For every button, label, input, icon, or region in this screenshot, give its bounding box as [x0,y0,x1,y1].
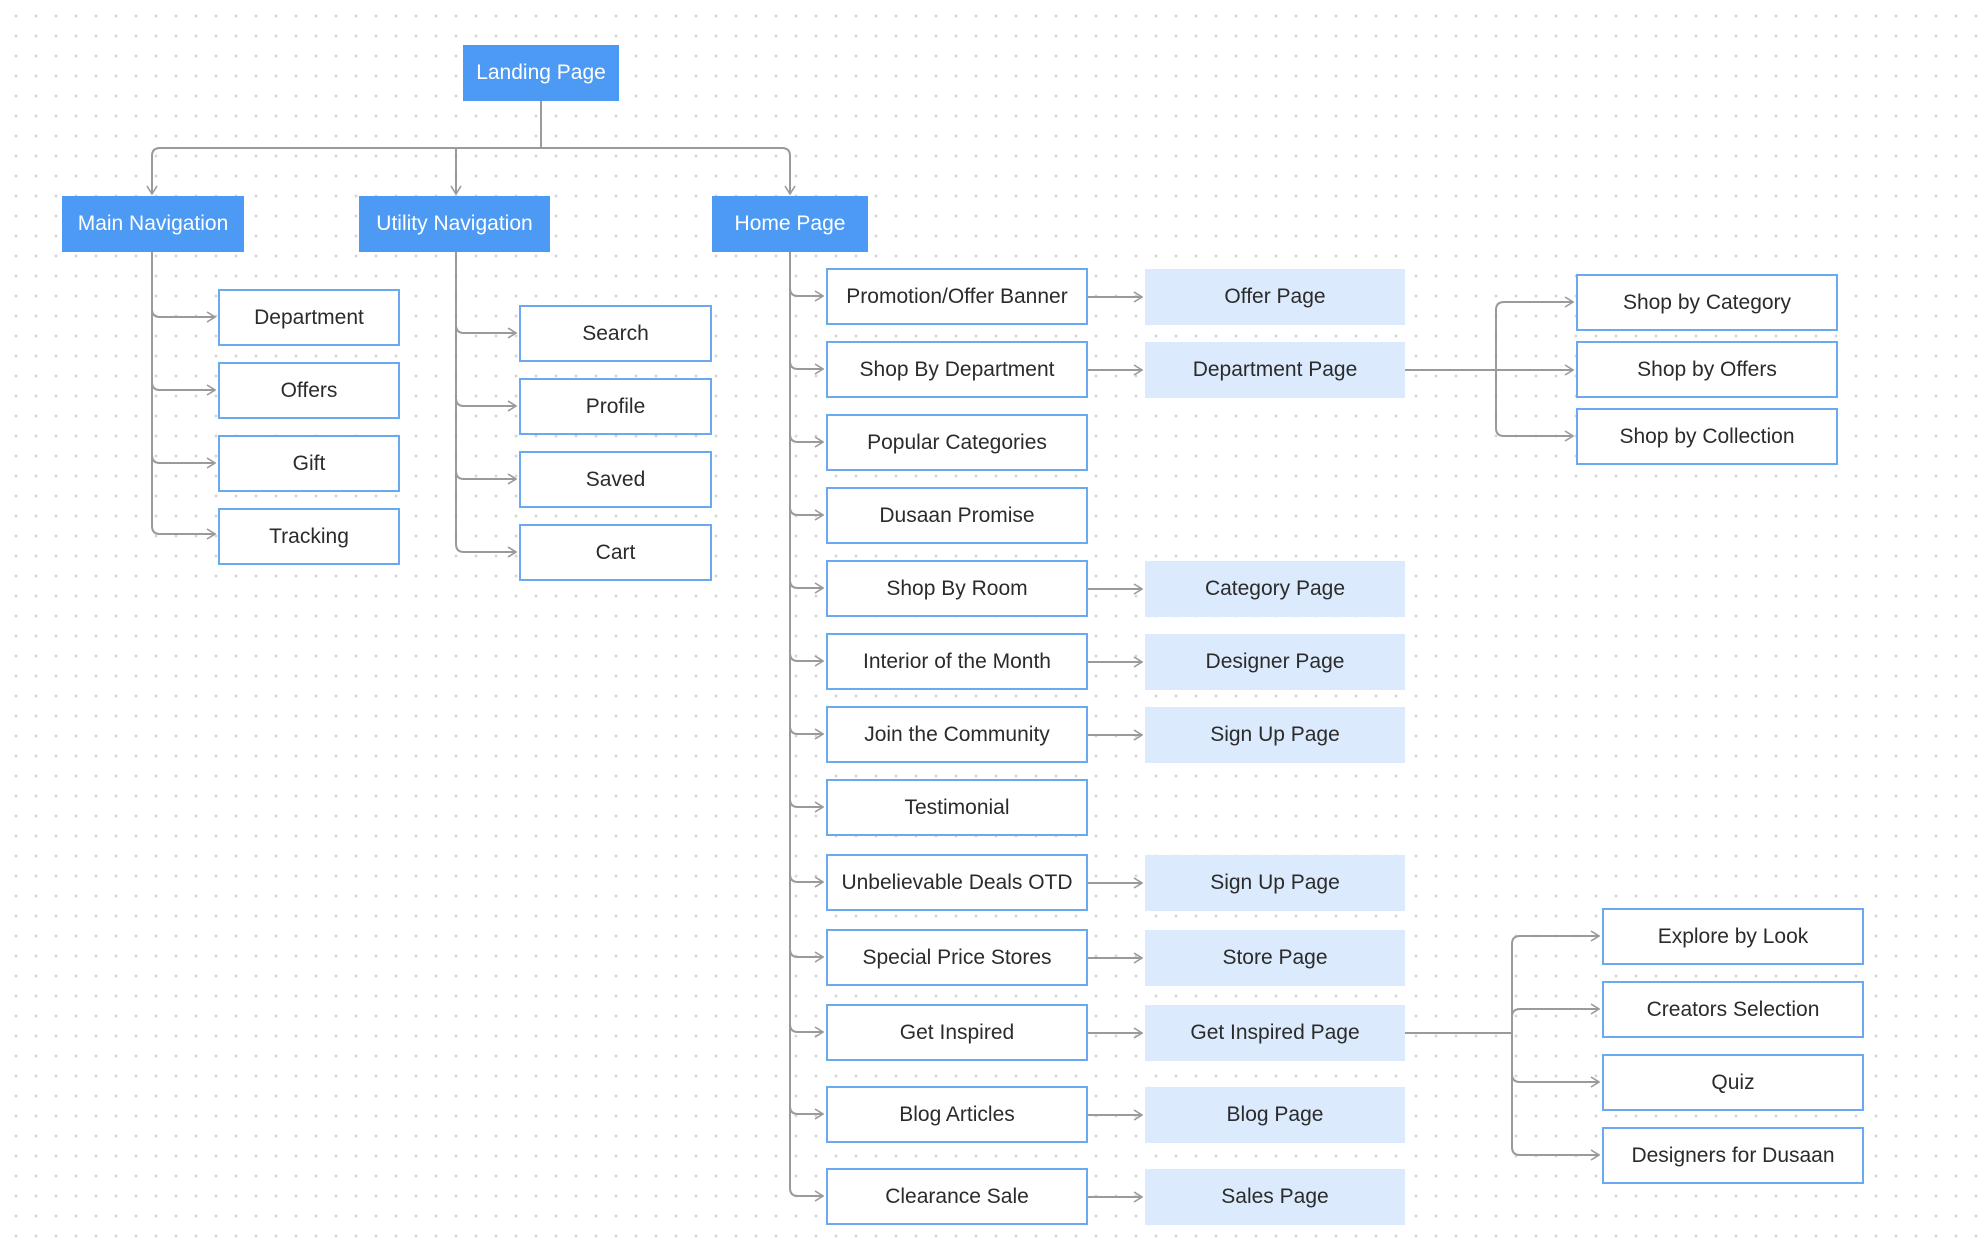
utility-nav-item-saved[interactable]: Saved [519,451,712,508]
main-nav-item-tracking[interactable]: Tracking [218,508,400,565]
inspired-child-creators-selection[interactable]: Creators Selection [1602,981,1864,1038]
home-section-join-the-community[interactable]: Join the Community [826,706,1088,763]
main-nav-item-department[interactable]: Department [218,289,400,346]
home-section-popular-categories[interactable]: Popular Categories [826,414,1088,471]
connector-landing-to-main [152,147,541,194]
inspired-child-explore-by-look[interactable]: Explore by Look [1602,908,1864,965]
home-section-shop-by-department[interactable]: Shop By Department [826,341,1088,398]
home-section-blog-articles[interactable]: Blog Articles [826,1086,1088,1143]
home-section-dusaan-promise[interactable]: Dusaan Promise [826,487,1088,544]
home-section-shop-by-room[interactable]: Shop By Room [826,560,1088,617]
utility-nav-item-cart[interactable]: Cart [519,524,712,581]
page-designer[interactable]: Designer Page [1145,634,1405,690]
page-get-inspired[interactable]: Get Inspired Page [1145,1005,1405,1061]
home-section-special-price-stores[interactable]: Special Price Stores [826,929,1088,986]
home-section-unbelievable-deals-otd[interactable]: Unbelievable Deals OTD [826,854,1088,911]
home-page-node[interactable]: Home Page [712,196,868,252]
page-sign-up[interactable]: Sign Up Page [1145,707,1405,763]
connector-utility-profile [455,397,516,406]
connector-utility-saved [455,470,516,479]
page-sign-up-deals[interactable]: Sign Up Page [1145,855,1405,911]
connector-main-gift [151,454,215,463]
page-store[interactable]: Store Page [1145,930,1405,986]
connector-main-offers [151,381,215,390]
department-child-shop-by-collection[interactable]: Shop by Collection [1576,408,1838,465]
utility-nav-item-search[interactable]: Search [519,305,712,362]
home-section-get-inspired[interactable]: Get Inspired [826,1004,1088,1061]
main-navigation-node[interactable]: Main Navigation [62,196,244,252]
connector-main-dept [151,308,215,317]
home-section-testimonial[interactable]: Testimonial [826,779,1088,836]
connector-utility-trunk [455,252,516,552]
connector-utility-search [455,324,516,333]
connector-landing-to-home [541,147,790,194]
main-nav-item-offers[interactable]: Offers [218,362,400,419]
connector-main-trunk [151,252,215,534]
home-section-interior-of-the-month[interactable]: Interior of the Month [826,633,1088,690]
main-nav-item-gift[interactable]: Gift [218,435,400,492]
utility-nav-item-profile[interactable]: Profile [519,378,712,435]
department-child-shop-by-category[interactable]: Shop by Category [1576,274,1838,331]
home-section-clearance-sale[interactable]: Clearance Sale [826,1168,1088,1225]
page-offer[interactable]: Offer Page [1145,269,1405,325]
page-blog[interactable]: Blog Page [1145,1087,1405,1143]
home-section-promotion-offer-banner[interactable]: Promotion/Offer Banner [826,268,1088,325]
landing-page-node[interactable]: Landing Page [463,45,619,101]
inspired-child-quiz[interactable]: Quiz [1602,1054,1864,1111]
page-category[interactable]: Category Page [1145,561,1405,617]
connector-home-trunk [789,252,823,1196]
department-child-shop-by-offers[interactable]: Shop by Offers [1576,341,1838,398]
page-department[interactable]: Department Page [1145,342,1405,398]
inspired-child-designers-for-dusaan[interactable]: Designers for Dusaan [1602,1127,1864,1184]
page-sales[interactable]: Sales Page [1145,1169,1405,1225]
utility-navigation-node[interactable]: Utility Navigation [359,196,550,252]
